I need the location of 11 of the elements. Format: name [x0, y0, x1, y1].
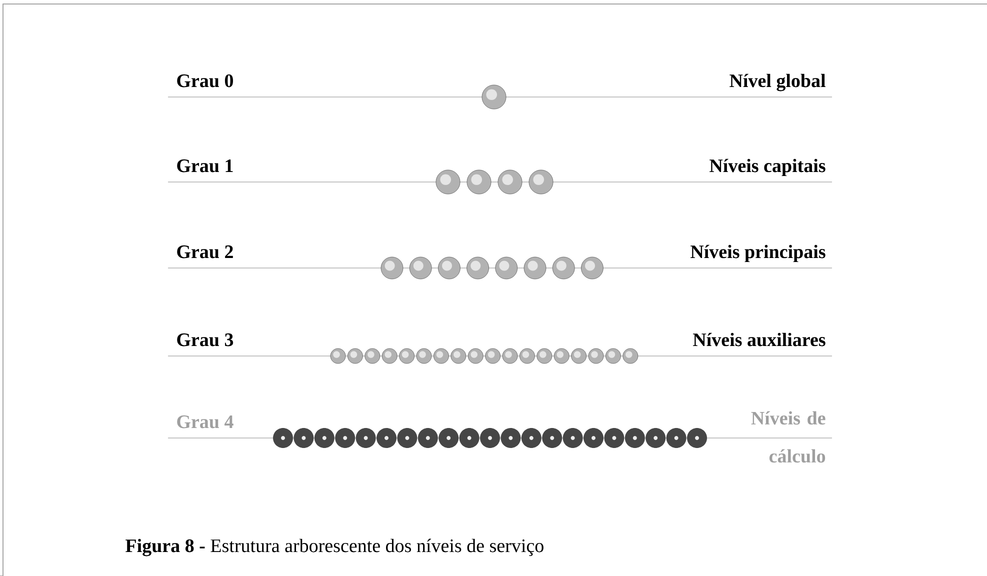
- level-name: Nível global: [730, 74, 826, 92]
- level-name: Níveis de cálculo: [751, 411, 826, 463]
- figure-caption: Figura 8 - Estrutura arborescente dos níveis de serviço: [126, 538, 544, 556]
- level-name: Níveis capitais: [710, 158, 826, 176]
- level-label: Grau 1: [177, 159, 233, 172]
- level-name: Níveis principais: [690, 244, 826, 262]
- level-label: Grau 4: [177, 415, 234, 428]
- level-label: Grau 2: [177, 245, 233, 258]
- level-label: Grau 0: [177, 74, 233, 88]
- level-name: Níveis auxiliares: [693, 332, 826, 346]
- level-label: Grau 3: [177, 333, 234, 346]
